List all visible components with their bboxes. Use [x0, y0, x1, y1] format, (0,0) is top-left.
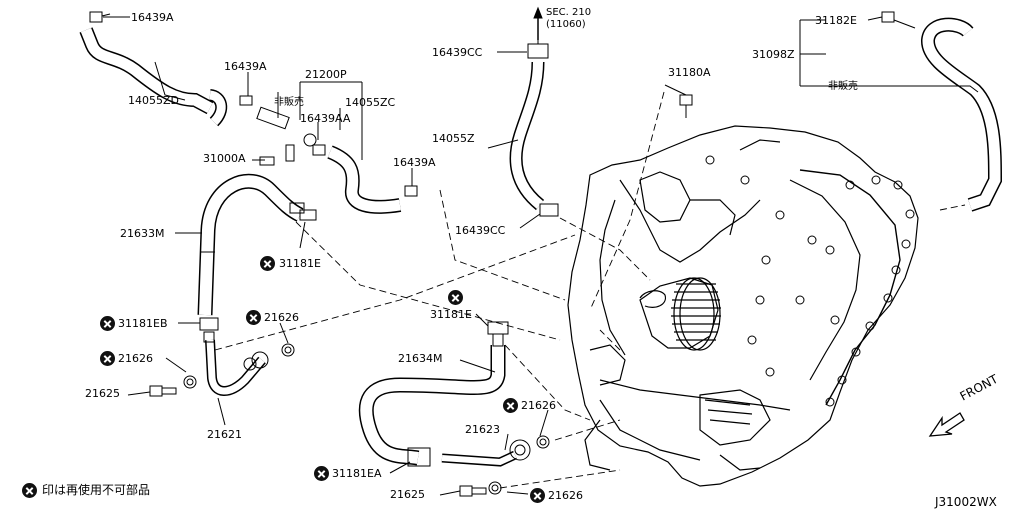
part-label-16439a: 16439A — [393, 156, 436, 169]
non-reusable-mark — [246, 310, 261, 325]
sec-ref-line1: SEC. 210 — [546, 7, 592, 18]
non-reusable-mark — [260, 256, 275, 271]
part-label-31182e: 31182E — [815, 14, 857, 27]
part-label-21634m: 21634M — [398, 352, 443, 365]
part-label-16439cc: 16439CC — [432, 46, 483, 59]
part-label-21626: 21626 — [264, 311, 299, 324]
part-label-not-sold: 非販売 — [274, 97, 304, 108]
legend-non-reusable-mark — [22, 483, 37, 498]
part-label-16439aa: 16439AA — [300, 112, 351, 125]
part-label-21623: 21623 — [465, 423, 500, 436]
part-label-16439cc: 16439CC — [455, 224, 506, 237]
part-label-31000a: 31000A — [203, 152, 246, 165]
non-reusable-mark — [503, 398, 518, 413]
oil-cooler — [671, 277, 721, 351]
non-reusable-mark — [100, 316, 115, 331]
part-label-14055zc: 14055ZC — [345, 96, 396, 109]
dashed-reference-lines — [214, 91, 966, 489]
part-label-31180a: 31180A — [668, 66, 711, 79]
part-label-21626: 21626 — [548, 489, 583, 502]
part-label-14055z: 14055Z — [432, 132, 475, 145]
part-label-21200p: 21200P — [305, 68, 347, 81]
part-label-16439a: 16439A — [131, 11, 174, 24]
non-reusable-mark — [530, 488, 545, 503]
part-label-31181ea: 31181EA — [332, 467, 382, 480]
transmission-illustration — [567, 125, 919, 487]
non-reusable-mark — [314, 466, 329, 481]
part-label-31181eb: 31181EB — [118, 317, 168, 330]
part-label-31181e: 31181E — [279, 257, 321, 270]
part-label-21626: 21626 — [118, 352, 153, 365]
part-label-16439a: 16439A — [224, 60, 267, 73]
part-label-21626: 21626 — [521, 399, 556, 412]
sec-ref-line2: (11060) — [546, 19, 586, 30]
part-label-not-sold: 非販売 — [828, 81, 858, 92]
front-arrow-icon — [928, 412, 965, 437]
part-label-21625: 21625 — [85, 387, 120, 400]
part-label-21621: 21621 — [207, 428, 242, 441]
non-reusable-mark — [448, 290, 463, 305]
diagram-code: J31002WX — [935, 495, 997, 509]
part-label-31098z: 31098Z — [752, 48, 795, 61]
part-label-21625: 21625 — [390, 488, 425, 501]
part-label-31181e: 31181E — [430, 308, 472, 321]
legend-text: 印は再使用不可部品 — [42, 483, 151, 497]
leader-lines — [103, 16, 979, 496]
part-label-14055zd: 14055ZD — [128, 94, 179, 107]
non-reusable-mark — [100, 351, 115, 366]
part-label-21633m: 21633M — [120, 227, 165, 240]
